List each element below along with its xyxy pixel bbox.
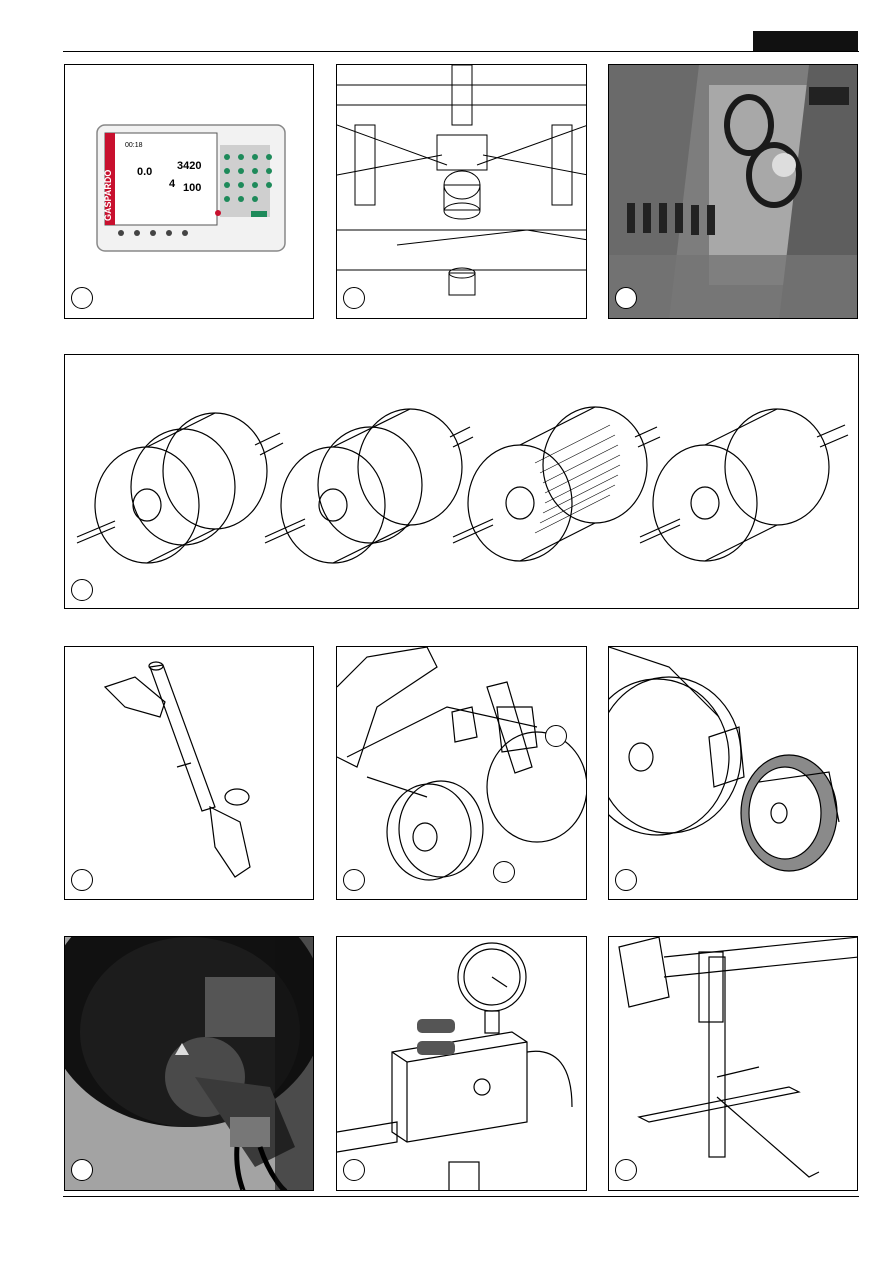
figure-fan-photo (64, 936, 314, 1191)
svg-text:3420: 3420 (177, 160, 201, 172)
figure-press-wheel (608, 646, 858, 900)
roller-3 (453, 407, 660, 561)
svg-text:00:18: 00:18 (125, 142, 143, 149)
figure-frame-underside (336, 64, 587, 319)
stand-illustration (609, 937, 858, 1191)
fan-photo (65, 937, 314, 1191)
header-rule (63, 51, 859, 52)
figure-seed-rollers (64, 354, 859, 609)
svg-text:0.0: 0.0 (137, 166, 152, 178)
tube-illustration (65, 647, 314, 900)
svg-text:100: 100 (183, 182, 201, 194)
gauge-illustration (337, 937, 587, 1191)
figure-marker (615, 287, 637, 309)
figure-marker (343, 287, 365, 309)
figure-drive-sprockets (608, 64, 858, 319)
sprocket-photo (609, 65, 858, 319)
roller-2 (265, 409, 473, 563)
figure-pressure-gauge (336, 936, 587, 1191)
figure-marker (343, 869, 365, 891)
figure-marker (615, 1159, 637, 1181)
svg-text:4: 4 (169, 178, 176, 190)
opener-illustration (337, 647, 587, 900)
rollers-illustration (65, 355, 859, 609)
figure-marker-secondary (493, 861, 515, 883)
figure-marker (71, 1159, 93, 1181)
roller-1 (77, 413, 283, 563)
figure-marker (343, 1159, 365, 1181)
figure-marker (71, 869, 93, 891)
figure-marker (615, 869, 637, 891)
footer-rule (63, 1196, 859, 1197)
figure-marker (71, 287, 93, 309)
figure-marker (71, 579, 93, 601)
figure-opener-assembly (336, 646, 587, 900)
press-wheel-illustration (609, 647, 858, 900)
figure-control-monitor: GASPARDO 00:18 0.0 3420 4 100 (64, 64, 314, 319)
section-tab (753, 31, 858, 52)
figure-marker-secondary (545, 725, 567, 747)
figure-hose-tube (64, 646, 314, 900)
monitor-illustration: GASPARDO 00:18 0.0 3420 4 100 (65, 65, 314, 319)
monitor-brand: GASPARDO (103, 170, 113, 221)
roller-4 (640, 409, 848, 561)
frame-illustration (337, 65, 587, 319)
figure-stand (608, 936, 858, 1191)
